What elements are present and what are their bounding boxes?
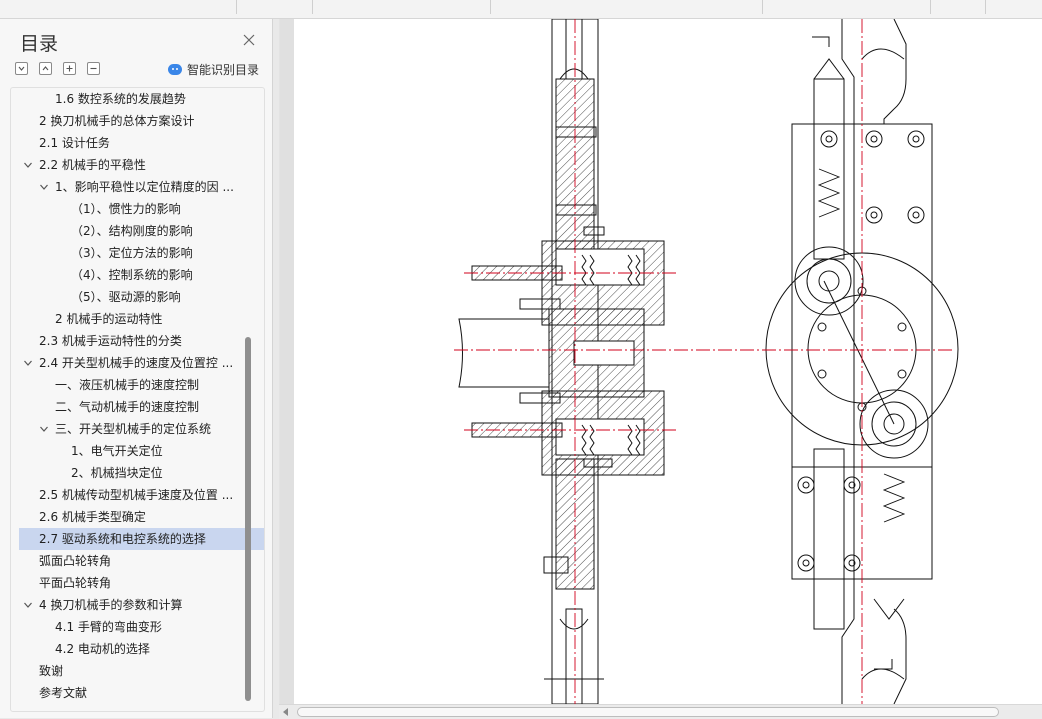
toolbar-separator xyxy=(490,0,491,14)
toc-item[interactable]: 4.2 电动机的选择 xyxy=(55,642,150,656)
toc-item[interactable]: 1、电气开关定位 xyxy=(71,444,163,458)
toc-item[interactable]: 2.3 机械手运动特性的分类 xyxy=(39,334,182,348)
toc-item[interactable]: 一、液压机械手的速度控制 xyxy=(55,378,200,392)
sidebar-title: 目录 xyxy=(20,33,59,55)
toc-item[interactable]: 三、开关型机械手的定位系统 xyxy=(55,422,212,436)
toc-item[interactable]: 4.1 手臂的弯曲变形 xyxy=(55,620,162,634)
add-heading-icon[interactable] xyxy=(63,62,76,75)
toc-item[interactable]: 二、气动机械手的速度控制 xyxy=(55,400,200,414)
horizontal-scroll-thumb[interactable] xyxy=(297,707,999,717)
close-icon[interactable] xyxy=(242,33,256,47)
chevron-down-icon[interactable] xyxy=(40,425,48,433)
toc-item[interactable]: 1.6 数控系统的发展趋势 xyxy=(55,92,186,106)
toc-item[interactable]: （3）、定位方法的影响 xyxy=(71,246,193,260)
toc-item[interactable]: （1）、惯性力的影响 xyxy=(71,202,181,216)
toc-item[interactable]: 2 换刀机械手的总体方案设计 xyxy=(39,114,195,128)
toc-item[interactable]: 2 机械手的运动特性 xyxy=(55,312,163,326)
toc-item[interactable]: （4）、控制系统的影响 xyxy=(71,268,193,282)
remove-heading-icon[interactable] xyxy=(87,62,100,75)
expand-all-icon[interactable] xyxy=(39,62,52,75)
ai-icon xyxy=(168,63,182,75)
toolbar-separator xyxy=(930,0,931,14)
toc-item-selected[interactable]: 2.7 驱动系统和电控系统的选择 xyxy=(19,528,264,550)
toc-item[interactable]: 4 换刀机械手的参数和计算 xyxy=(39,598,183,612)
scroll-left-icon[interactable] xyxy=(283,708,288,716)
toc-item[interactable]: （2）、结构刚度的影响 xyxy=(71,224,193,238)
toolbar-separator xyxy=(762,0,763,14)
page-gutter xyxy=(280,19,294,704)
toc-item[interactable]: 2.6 机械手类型确定 xyxy=(39,510,146,524)
chevron-down-icon[interactable] xyxy=(24,601,32,609)
toolbar-separator xyxy=(236,0,237,14)
toc-list: 1.6 数控系统的发展趋势 2 换刀机械手的总体方案设计 2.1 设计任务 2.… xyxy=(10,87,265,712)
toc-item[interactable]: 参考文献 xyxy=(39,686,88,700)
chevron-down-icon[interactable] xyxy=(24,161,32,169)
toc-item[interactable]: 1、影响平稳性以定位精度的因 ... xyxy=(55,180,234,194)
toc-item[interactable]: 2.5 机械传动型机械手速度及位置 ... xyxy=(39,488,234,502)
chevron-down-icon[interactable] xyxy=(24,359,32,367)
smart-toc-label: 智能识别目录 xyxy=(187,62,260,77)
top-toolbar xyxy=(0,0,1042,19)
smart-toc-button[interactable]: 智能识别目录 xyxy=(168,61,259,77)
horizontal-scrollbar[interactable] xyxy=(279,704,1042,719)
toc-item[interactable]: 2.4 开关型机械手的速度及位置控 ... xyxy=(39,356,234,370)
collapse-all-icon[interactable] xyxy=(15,62,28,75)
toc-item[interactable]: （5）、驱动源的影响 xyxy=(71,290,181,304)
toc-item[interactable]: 2.2 机械手的平稳性 xyxy=(39,158,146,172)
toc-item[interactable]: 2、机械挡块定位 xyxy=(71,466,163,480)
chevron-down-icon[interactable] xyxy=(40,183,48,191)
toolbar-separator xyxy=(985,0,986,14)
toc-scrollbar[interactable] xyxy=(245,337,251,701)
toc-item[interactable]: 2.1 设计任务 xyxy=(39,136,110,150)
toc-item[interactable]: 平面凸轮转角 xyxy=(39,576,112,590)
toolbar-separator xyxy=(312,0,313,14)
mechanical-drawing xyxy=(454,19,959,704)
toc-item[interactable]: 致谢 xyxy=(39,664,64,678)
toc-item[interactable]: 弧面凸轮转角 xyxy=(39,554,112,568)
toc-sidebar: 目录 智能识别目录 1.6 数控系统的发展趋势 2 换刀机械手的总体方案设计 2… xyxy=(0,19,273,718)
document-page xyxy=(294,19,1042,704)
